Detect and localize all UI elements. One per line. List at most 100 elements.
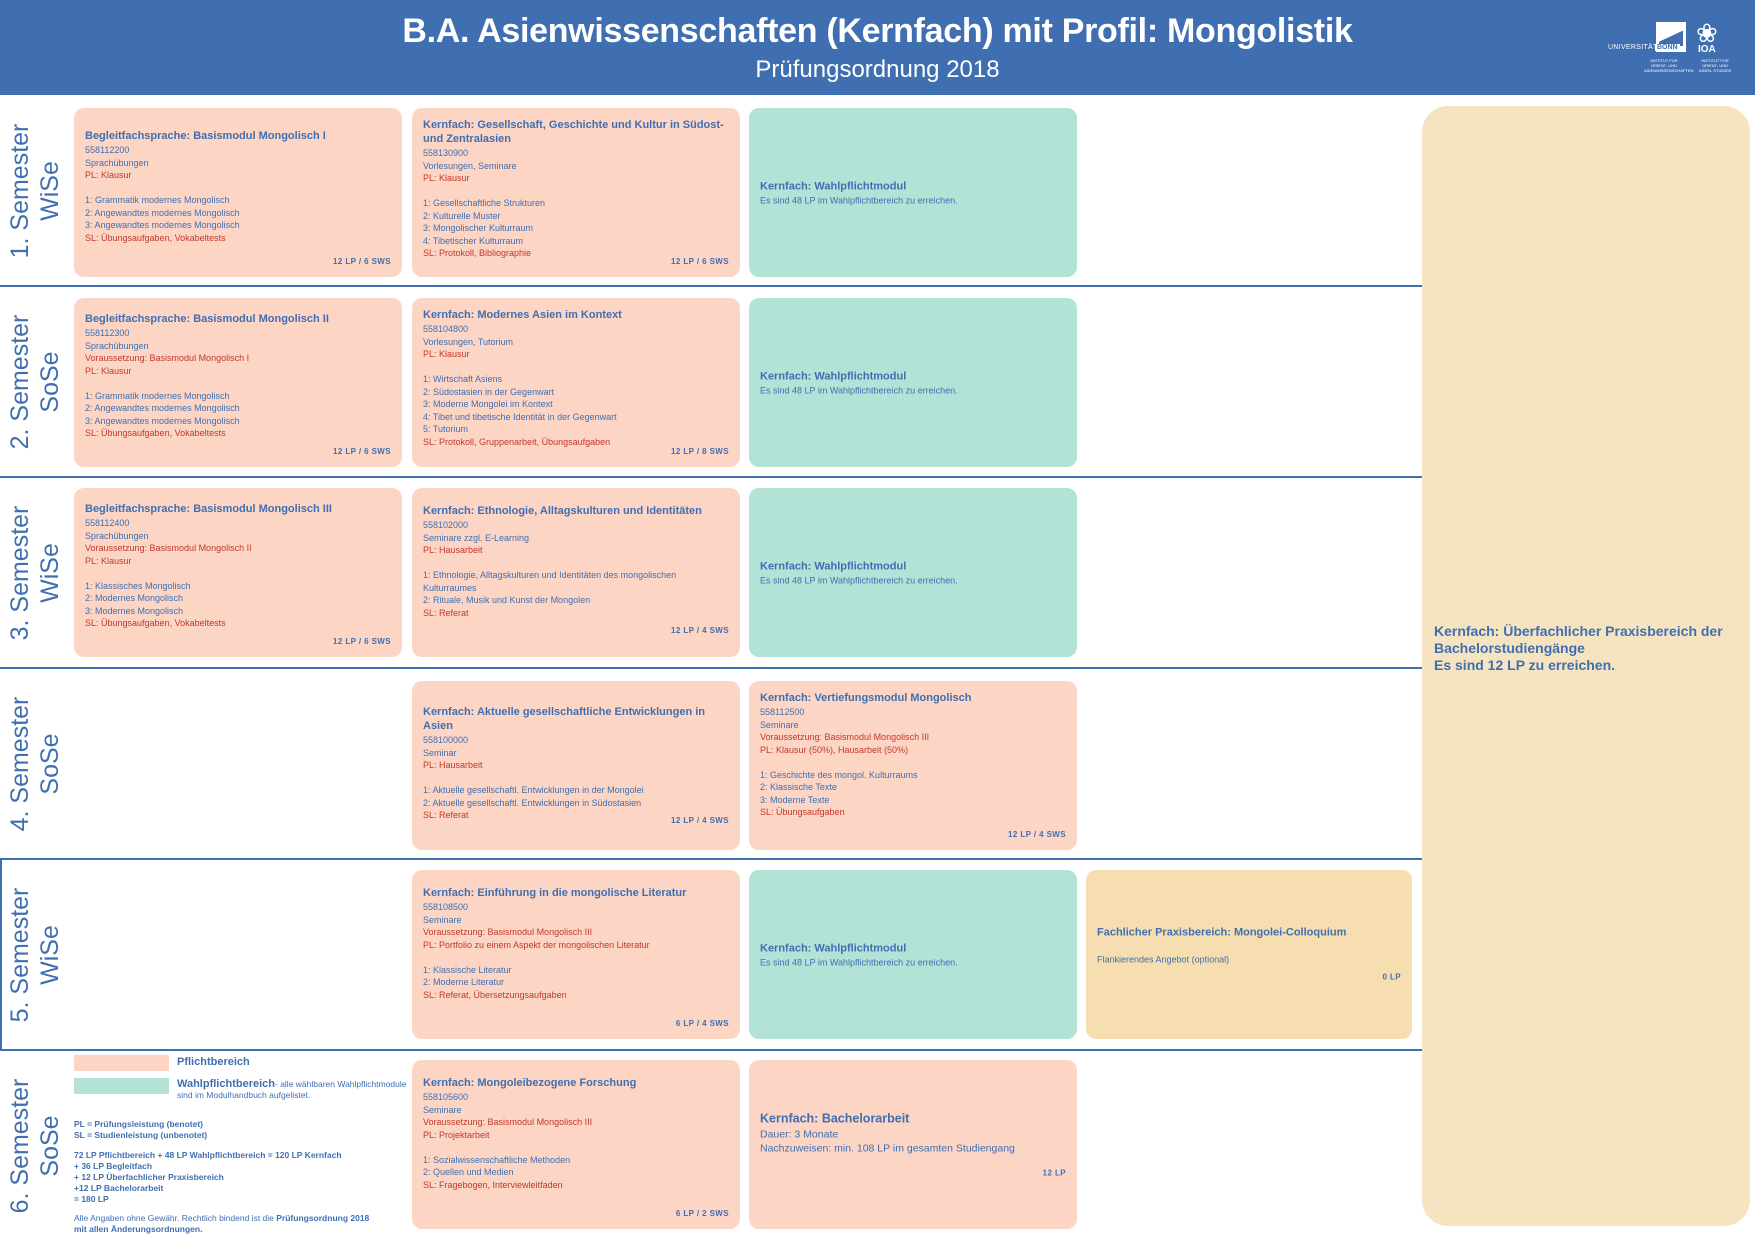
wahlpflicht-card[interactable]: Kernfach: Wahlpflichtmodul Es sind 48 LP… (749, 488, 1077, 657)
praxisbereich-panel[interactable]: Kernfach: Überfachlicher Praxisbereich d… (1422, 106, 1750, 1226)
module-code: 558112200 (85, 145, 130, 155)
logo-small-text-2: INSTITUT FÜR ORIENT- UND ASIEN- STUDIEN (1698, 58, 1731, 73)
wahlpflicht-card[interactable]: Kernfach: Wahlpflichtmodul Es sind 48 LP… (749, 298, 1077, 467)
module-code: 558112400 (85, 518, 130, 528)
module-desc: Flankierendes Angebot (optional) (1097, 954, 1230, 964)
module-title: Kernfach: Modernes Asien im Kontext (423, 309, 622, 321)
module-title: Kernfach: Ethnologie, Alltagskulturen un… (423, 505, 702, 517)
module-desc: Es sind 48 LP im Wahlpflichtbereich zu e… (760, 194, 958, 205)
disclaimer-bold: Prüfungsordnung 2018 (276, 1213, 370, 1223)
module-pl: PL: Klausur (85, 170, 132, 180)
module-type: Vorlesungen, Tutorium (423, 336, 514, 347)
module-code: 558130900 (423, 148, 469, 158)
legend-sum-line: + 36 LP Begleitfach (74, 1161, 153, 1171)
module-lp: 6 LP / 2 SWS (675, 1208, 729, 1218)
module-sl: SL: Protokoll, Gruppenarbeit, Übungsaufg… (423, 436, 611, 447)
module-title: Kernfach: Aktuelle gesellschaftliche Ent… (423, 706, 705, 732)
legend-swatch-pflicht (74, 1055, 169, 1071)
disclaimer-text-2: mit allen Änderungsordnungen. (74, 1224, 203, 1234)
wahlpflicht-card[interactable]: Kernfach: Wahlpflichtmodul Es sind 48 LP… (749, 108, 1077, 277)
module-pl: PL: Hausarbeit (423, 545, 483, 555)
legend-wahl-note: - alle wählbaren Wahlpflichtmodule sind … (177, 1079, 407, 1100)
module-card[interactable]: Kernfach: Gesellschaft, Geschichte und K… (412, 108, 740, 277)
module-sl: SL: Übungsaufgaben (760, 807, 845, 817)
module-duration: Dauer: 3 Monate (760, 1127, 839, 1140)
module-type: Vorlesungen, Seminare (423, 160, 517, 171)
praxis-card[interactable]: Fachlicher Praxisbereich: Mongolei-Collo… (1086, 870, 1412, 1039)
module-title: Kernfach: Vertiefungsmodul Mongolisch (760, 692, 972, 704)
module-type: Sprachübungen (85, 157, 149, 168)
module-lp: 0 LP (1382, 972, 1401, 982)
legend-pl: PL = Prüfungsleistung (benotet) (74, 1119, 203, 1129)
legend-sum-line: + 12 LP Überfachlicher Praxisbereich (74, 1172, 224, 1182)
module-card[interactable]: Kernfach: Mongoleibezogene Forschung 558… (412, 1060, 740, 1229)
module-card[interactable]: Begleitfachsprache: Basismodul Mongolisc… (74, 108, 402, 277)
module-item: 1: Grammatik modernes Mongolisch (85, 390, 230, 401)
legend-wahl-title: Wahlpflichtbereich (177, 1078, 275, 1090)
module-item: 2: Moderne Literatur (423, 977, 505, 987)
module-item: 3: Moderne Mongolei im Kontext (423, 399, 553, 409)
page-subtitle: Prüfungsordnung 2018 (755, 56, 1000, 83)
page-header: B.A. Asienwissenschaften (Kernfach) mit … (0, 0, 1755, 95)
legend-sum-line: 72 LP Pflichtbereich + 48 LP Wahlpflicht… (74, 1150, 342, 1160)
module-card[interactable]: Kernfach: Ethnologie, Alltagskulturen un… (412, 488, 740, 657)
module-title: Fachlicher Praxisbereich: Mongolei-Collo… (1097, 926, 1347, 938)
legend-sl: SL = Studienleistung (unbenotet) (74, 1130, 208, 1140)
module-card[interactable]: Kernfach: Modernes Asien im Kontext 5581… (412, 298, 740, 467)
module-item: 5: Tutorium (423, 424, 469, 434)
module-pl: PL: Klausur (50%), Hausarbeit (50%) (760, 744, 909, 755)
module-sl: SL: Protokoll, Bibliographie (423, 248, 532, 258)
module-item: 1: Gesellschaftliche Strukturen (423, 198, 546, 208)
module-card[interactable]: Kernfach: Vertiefungsmodul Mongolisch 55… (749, 681, 1077, 850)
module-item: 4: Tibetischer Kulturraum (423, 235, 524, 246)
wahlpflicht-card[interactable]: Kernfach: Wahlpflichtmodul Es sind 48 LP… (749, 870, 1077, 1039)
module-sl: SL: Übungsaufgaben, Vokabeltests (85, 428, 226, 438)
legend-abbreviations: PL = Prüfungsleistung (benotet) SL = Stu… (74, 1119, 207, 1141)
lotus-icon: ❀ (1696, 18, 1718, 48)
module-title: Kernfach: Wahlpflichtmodul (760, 179, 907, 192)
module-item: 2: Kulturelle Muster (423, 210, 501, 221)
module-lp: 12 LP / 4 SWS (671, 625, 729, 635)
module-title: Begleitfachsprache: Basismodul Mongolisc… (85, 503, 332, 515)
module-prerequisite: Voraussetzung: Basismodul Mongolisch II (85, 543, 252, 553)
module-type: Seminare (760, 719, 799, 730)
module-title: Kernfach: Mongoleibezogene Forschung (423, 1077, 637, 1089)
module-lp: 12 LP / 4 SWS (671, 815, 729, 825)
module-item: 1: Wirtschaft Asiens (423, 374, 503, 384)
module-pl: PL: Klausur (423, 349, 470, 359)
module-card[interactable]: Kernfach: Aktuelle gesellschaftliche Ent… (412, 681, 740, 850)
bachelorarbeit-card[interactable]: Kernfach: Bachelorarbeit Dauer: 3 Monate… (749, 1060, 1077, 1229)
module-code: 558104800 (423, 324, 469, 334)
legend-disclaimer: Alle Angaben ohne Gewähr. Rechtlich bind… (74, 1213, 369, 1235)
module-item: 1: Geschichte des mongol. Kulturraums (760, 769, 918, 780)
module-sl: SL: Referat (423, 810, 469, 820)
module-pl: PL: Portfolio zu einem Aspekt der mongol… (423, 939, 650, 950)
legend-sum-line: +12 LP Bachelorarbeit (74, 1183, 164, 1193)
praxisbereich-desc: Es sind 12 LP zu erreichen. (1434, 657, 1616, 673)
legend-swatch-wahlpflicht (74, 1078, 169, 1094)
module-desc: Es sind 48 LP im Wahlpflichtbereich zu e… (760, 384, 958, 395)
module-item: 1: Sozialwissenschaftliche Methoden (423, 1154, 571, 1165)
module-desc: Es sind 48 LP im Wahlpflichtbereich zu e… (760, 574, 958, 585)
module-pl: PL: Klausur (85, 555, 132, 566)
legend-label-pflicht: Pflichtbereich (177, 1056, 250, 1068)
page-title: B.A. Asienwissenschaften (Kernfach) mit … (402, 12, 1353, 50)
module-card[interactable]: Kernfach: Einführung in die mongolische … (412, 870, 740, 1039)
module-title: Kernfach: Wahlpflichtmodul (760, 941, 907, 954)
module-prerequisite: Voraussetzung: Basismodul Mongolisch I (85, 353, 250, 363)
legend-label-wahlpflicht: Wahlpflichtbereich- alle wählbaren Wahlp… (177, 1079, 417, 1101)
module-item: 2: Klassische Texte (760, 782, 837, 792)
module-lp: 12 LP / 6 SWS (671, 256, 729, 266)
module-card[interactable]: Begleitfachsprache: Basismodul Mongolisc… (74, 298, 402, 467)
module-type: Sprachübungen (85, 340, 149, 351)
row-divider (0, 476, 1422, 478)
module-pl: PL: Klausur (85, 365, 132, 376)
module-card[interactable]: Begleitfachsprache: Basismodul Mongolisc… (74, 488, 402, 657)
module-code: 558108500 (423, 902, 469, 912)
module-type: Seminare (423, 914, 462, 925)
